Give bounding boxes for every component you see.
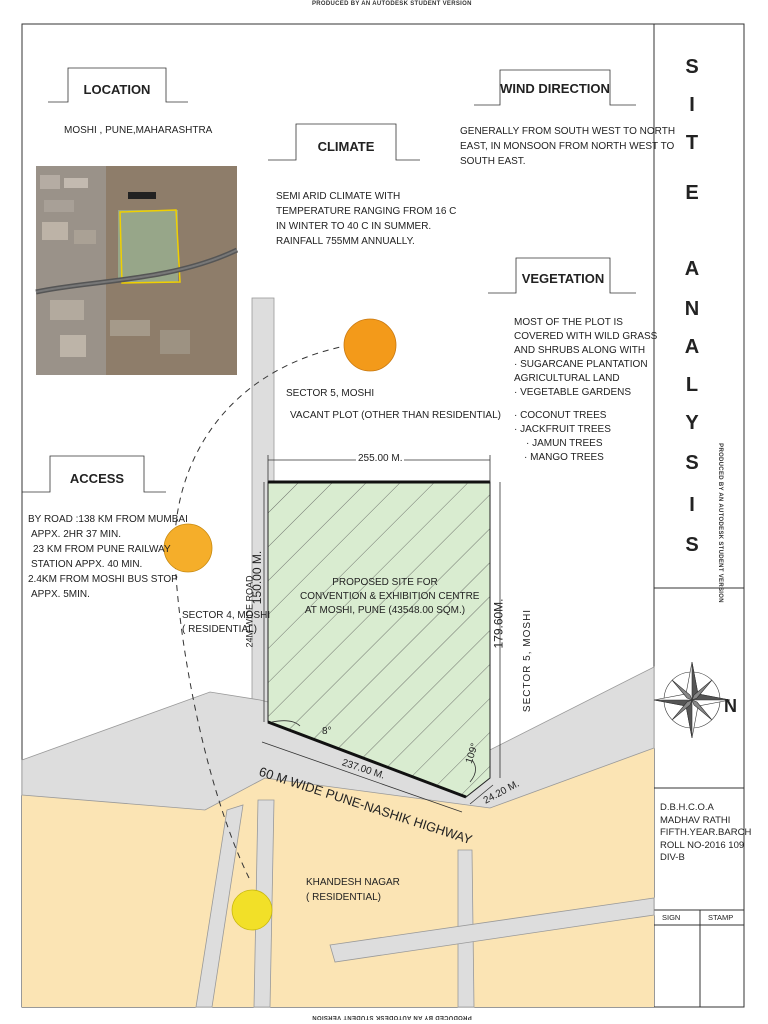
title-letter: A (684, 258, 700, 280)
vegetation-text: MOST OF THE PLOT IS COVERED WITH WILD GR… (514, 317, 658, 463)
sector5-right-label: SECTOR 5, MOSHI (522, 608, 534, 713)
title-letter: A (684, 336, 700, 358)
sun-bottom (231, 889, 273, 931)
title-letter: S (685, 56, 699, 78)
title-letter: I (689, 494, 695, 516)
vegetation-heading: VEGETATION (521, 271, 605, 286)
title-letter: Y (685, 412, 699, 434)
angle-left: 8° (322, 726, 332, 737)
title-letter: L (685, 374, 699, 396)
wind-heading: WIND DIRECTION (500, 81, 610, 96)
access-text: BY ROAD :138 KM FROM MUMBAI APPX. 2HR 37… (28, 514, 188, 600)
sign-label: SIGN (662, 913, 681, 922)
climate-heading: CLIMATE (317, 139, 375, 154)
dim-top: 255.00 M. (356, 451, 405, 466)
residential-area (22, 748, 654, 1007)
title-letter: T (685, 132, 699, 154)
location-text: MOSHI , PUNE,MAHARASHTRA (64, 125, 213, 136)
heading-brackets (22, 67, 636, 493)
north-label: N (724, 696, 737, 716)
location-heading: LOCATION (83, 82, 151, 97)
title-block-text: D.B.H.C.O.A MADHAV RATHI FIFTH.YEAR.BARC… (660, 802, 752, 863)
proposed-site-label: PROPOSED SITE FOR CONVENTION & EXHIBITIO… (300, 577, 480, 616)
lower-road-1 (195, 804, 244, 1008)
title-letter: E (685, 182, 699, 204)
sun-left (163, 523, 213, 573)
dim-right: 179.60M. (491, 598, 506, 649)
sector4-label: SECTOR 4, MOSHI ( RESIDENTIAL) (182, 610, 271, 635)
sun-path (174, 344, 351, 881)
title-letter: N (684, 298, 700, 320)
title-letter: S (685, 534, 699, 556)
watermark-top: PRODUCED BY AN AUTODESK STUDENT VERSION (312, 1, 472, 7)
sun-top (343, 318, 397, 372)
satellite-map (35, 166, 239, 375)
compass (653, 661, 731, 739)
khandesh-label: KHANDESH NAGAR ( RESIDENTIAL) (306, 877, 400, 903)
stamp-label: STAMP (708, 913, 734, 922)
lower-road-4 (329, 897, 655, 963)
title-letter: I (689, 94, 695, 116)
wind-text: GENERALLY FROM SOUTH WEST TO NORTH EAST,… (460, 126, 676, 167)
title-letter: S (685, 452, 699, 474)
climate-text: SEMI ARID CLIMATE WITH TEMPERATURE RANGI… (276, 191, 457, 247)
access-heading: ACCESS (69, 471, 125, 486)
road-left-label: 24M WIDE ROAD (244, 575, 255, 648)
sector5-top-label: SECTOR 5, MOSHI VACANT PLOT (OTHER THAN … (286, 388, 501, 421)
